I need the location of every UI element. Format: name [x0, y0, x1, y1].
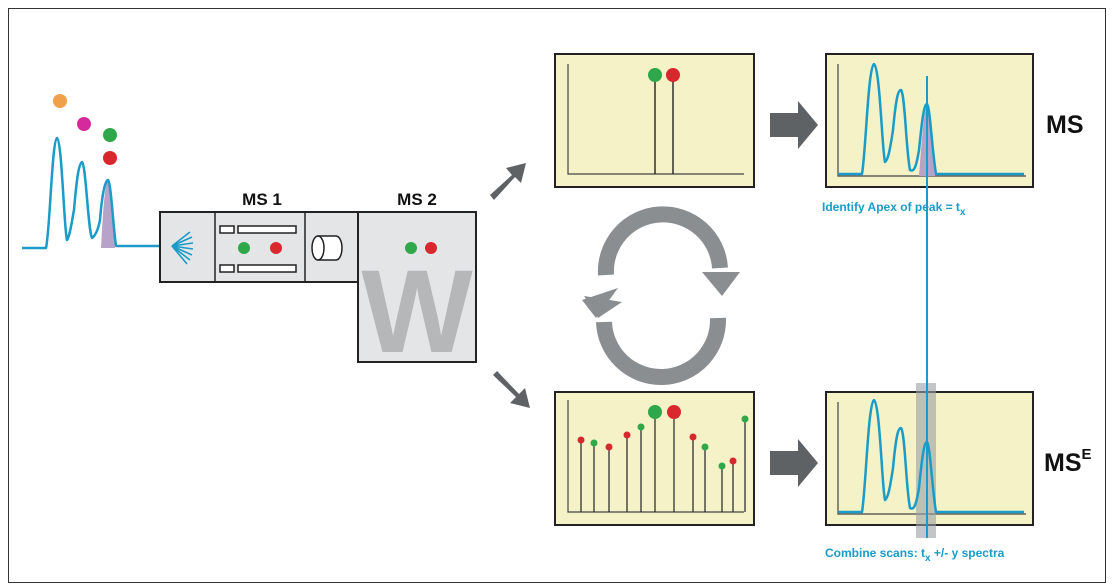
ms2-device: W — [357, 211, 477, 378]
arrow-up-right — [490, 163, 526, 200]
ms1-label: MS 1 — [242, 190, 282, 209]
electrospray-icon — [171, 231, 194, 265]
arrow-top-horizontal — [770, 101, 818, 149]
ms1-dot-green — [238, 242, 250, 254]
analyte-dot-green — [103, 128, 117, 142]
identify-apex-caption: Identify Apex of peak = tx — [822, 200, 966, 218]
right-arrow-icon — [490, 101, 818, 487]
arrow-bottom-horizontal — [770, 439, 818, 487]
ms1-dot-red — [270, 242, 282, 254]
collision-cell-icon — [311, 235, 343, 261]
combine-scans-sub: x — [925, 553, 931, 564]
ms-spectrum-panel — [554, 53, 755, 188]
ms-label: MS — [1046, 111, 1084, 139]
ms2-dot-green — [405, 242, 417, 254]
lc-chromatogram — [22, 94, 175, 250]
chromatogram-trace — [22, 136, 175, 250]
analyte-dot-red — [103, 151, 117, 165]
ms2-letter: W — [361, 246, 473, 378]
arrow-down-right — [493, 371, 530, 408]
mse-label-sup: E — [1082, 446, 1092, 463]
identify-apex-sub: x — [960, 207, 966, 218]
analyte-dot-orange — [53, 94, 67, 108]
cycle-arrows-icon — [596, 206, 728, 386]
ms-chromatogram-panel — [825, 53, 1034, 188]
mse-spectrum-panel — [554, 391, 755, 526]
precursor-dot-red — [666, 68, 680, 82]
combine-scans-text: Combine scans: t — [825, 546, 925, 560]
precursor-dot-green — [648, 68, 662, 82]
ms2-dot-red — [425, 242, 437, 254]
mse-label-base: MS — [1044, 449, 1082, 477]
ms1-device — [159, 211, 361, 283]
cycle-arrowheads — [582, 272, 740, 318]
ms2-label: MS 2 — [397, 190, 437, 209]
mse-label: MSE — [1044, 446, 1092, 477]
mse-chromatogram-panel — [825, 383, 1034, 538]
combine-scans-post: +/- y spectra — [931, 546, 1005, 560]
combine-scans-caption: Combine scans: tx +/- y spectra — [825, 546, 1005, 564]
identify-apex-text: Identify Apex of peak = t — [822, 200, 960, 214]
analyte-dot-magenta — [77, 117, 91, 131]
